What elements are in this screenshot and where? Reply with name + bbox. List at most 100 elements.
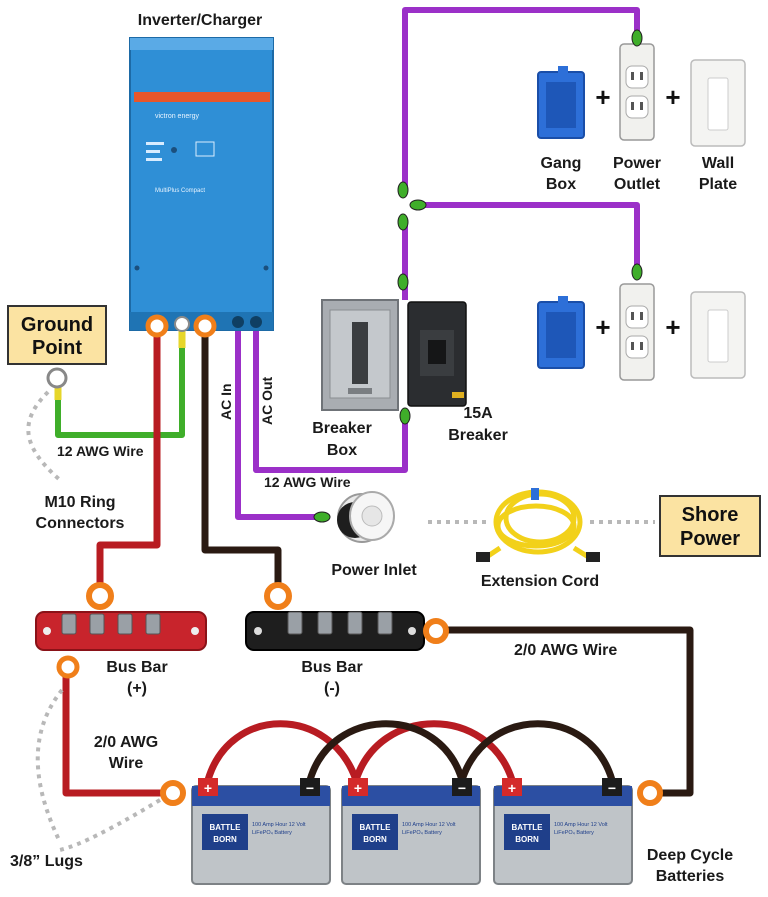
battery-3-neg-terminal: − — [608, 780, 616, 796]
breaker-box-label-1: Breaker — [312, 420, 372, 437]
ac-in-label: AC In — [218, 383, 234, 420]
breaker-box — [321, 299, 399, 411]
wire-nuts — [313, 29, 643, 523]
inverter-stripe — [134, 92, 270, 102]
battery-1-brand-2: BORN — [213, 835, 237, 844]
breaker-15a-label-2: Breaker — [448, 427, 508, 444]
plus-sign: + — [595, 82, 610, 112]
inverter-charger: Inverter/Charger victron energy MultiPlu… — [129, 12, 274, 331]
ground-point: Ground Point — [7, 305, 107, 389]
inverter-leds — [146, 141, 215, 161]
bus-bar-negative-label-2: (-) — [324, 680, 340, 697]
gang-box-label-1: Gang — [541, 155, 582, 172]
power-outlet-1 — [619, 43, 655, 141]
breaker-box-label-2: Box — [327, 442, 357, 459]
negative-battery-wire — [442, 626, 694, 797]
bus-bar-positive — [35, 582, 207, 651]
ground-point-label-1: Ground — [21, 314, 93, 336]
battery-jumpers — [204, 720, 616, 784]
bus-bar-positive-label-1: Bus Bar — [106, 659, 167, 676]
plus-sign: + — [595, 312, 610, 342]
battery-3-brand-1: BATTLE — [512, 823, 544, 832]
extension-cord — [476, 488, 600, 562]
wire-2-0-left-label-2: Wire — [109, 755, 144, 772]
outlet-2-wire — [412, 202, 640, 270]
battery-3: + − BATTLE BORN 100 Amp Hour 12 Volt LiF… — [493, 778, 633, 885]
inverter-terminals — [145, 314, 262, 338]
power-inlet — [337, 491, 395, 543]
positive-terminal-ring — [145, 314, 169, 338]
power-outlet-label-2: Outlet — [614, 176, 661, 193]
deep-cycle-label-1: Deep Cycle — [647, 847, 733, 864]
battery-2-desc-2: LiFePO₄ Battery — [402, 830, 442, 836]
wire-2-0-left-label-1: 2/0 AWG — [94, 734, 158, 751]
battery-3-pos-terminal: + — [508, 780, 516, 796]
ring-connectors-label-2: Connectors — [36, 515, 125, 532]
ground-point-label-2: Point — [32, 337, 82, 359]
positive-battery-ring — [56, 655, 80, 679]
inverter-brand: victron energy — [155, 113, 199, 120]
gang-box-1 — [537, 66, 585, 139]
power-inlet-label: Power Inlet — [331, 562, 417, 579]
ground-terminal-ring — [174, 316, 190, 332]
outlet-assembly-2: + + — [537, 283, 746, 381]
ac-out-wire — [253, 330, 408, 473]
bus-bar-negative — [245, 582, 449, 651]
wall-plate-label-2: Plate — [699, 176, 737, 193]
gang-box-2 — [537, 296, 585, 369]
power-outlet-2 — [619, 283, 655, 381]
negative-main-wire — [201, 335, 282, 585]
battery-1-pos-terminal: + — [204, 780, 212, 796]
battery-2: + − BATTLE BORN 100 Amp Hour 12 Volt LiF… — [341, 778, 481, 885]
ac-wire-label: 12 AWG Wire — [264, 474, 351, 490]
battery-1-desc-1: 100 Amp Hour 12 Volt — [252, 822, 306, 828]
breaker-15a-label-1: 15A — [463, 405, 493, 422]
positive-battery-wire — [62, 672, 175, 797]
battery-negative-lug — [637, 780, 663, 806]
battery-positive-lug — [160, 780, 186, 806]
wire-2-0-right-label: 2/0 AWG Wire — [514, 642, 617, 659]
ground-wire-label: 12 AWG Wire — [57, 443, 144, 459]
ac-in-wire — [235, 330, 318, 520]
wall-plate-1 — [690, 59, 746, 147]
battery-3-desc-1: 100 Amp Hour 12 Volt — [554, 822, 608, 828]
shore-power-label-2: Power — [680, 528, 740, 550]
ground-point-ring — [46, 367, 68, 389]
battery-3-desc-2: LiFePO₄ Battery — [554, 830, 594, 836]
leader-lines — [26, 390, 655, 852]
plus-sign: + — [665, 312, 680, 342]
wall-plate-2 — [690, 291, 746, 379]
wall-plate-label-1: Wall — [702, 155, 734, 172]
battery-2-neg-terminal: − — [458, 780, 466, 796]
shore-power: Shore Power — [659, 495, 761, 557]
extension-cord-label: Extension Cord — [481, 573, 599, 590]
battery-1: + − BATTLE BORN 100 Amp Hour 12 Volt LiF… — [191, 778, 331, 885]
lugs-label: 3/8” Lugs — [10, 853, 83, 870]
gang-box-label-2: Box — [546, 176, 576, 193]
ring-connectors-label-1: M10 Ring — [44, 494, 115, 511]
negative-terminal-ring — [193, 314, 217, 338]
positive-main-wire — [96, 335, 161, 585]
inverter-model: MultiPlus Compact — [155, 188, 205, 194]
battery-1-desc-2: LiFePO₄ Battery — [252, 830, 292, 836]
battery-3-brand-2: BORN — [515, 835, 539, 844]
battery-1-neg-terminal: − — [306, 780, 314, 796]
bus-bar-positive-label-2: (+) — [127, 680, 147, 697]
dc-main-wires — [62, 335, 694, 797]
shore-power-label-1: Shore — [682, 504, 739, 526]
power-outlet-label-1: Power — [613, 155, 661, 172]
battery-2-desc-1: 100 Amp Hour 12 Volt — [402, 822, 456, 828]
inverter-charger-label: Inverter/Charger — [138, 12, 263, 29]
plus-sign: + — [665, 82, 680, 112]
outlet-assembly-1: + + Gang Box Power Outlet Wall Plate — [537, 43, 746, 193]
ac-out-label: AC Out — [259, 376, 275, 425]
battery-2-brand-2: BORN — [363, 835, 387, 844]
outlet-1-wire — [402, 7, 640, 190]
battery-2-pos-terminal: + — [354, 780, 362, 796]
breaker-15a — [407, 301, 467, 407]
bus-bar-negative-label-1: Bus Bar — [301, 659, 362, 676]
battery-1-brand-1: BATTLE — [210, 823, 242, 832]
battery-2-brand-1: BATTLE — [360, 823, 392, 832]
